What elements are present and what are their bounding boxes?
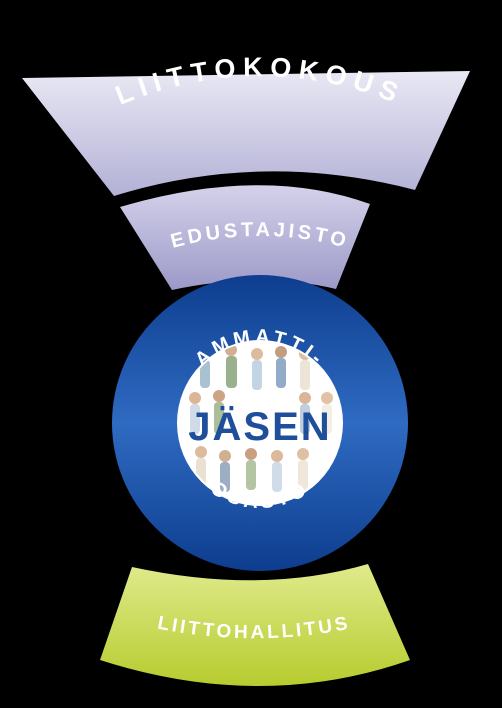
- liittokokous-segment: [22, 71, 470, 196]
- jasen-label: JÄSEN: [188, 405, 331, 449]
- edustajisto-segment: [120, 185, 370, 290]
- member-center: JÄSEN: [177, 340, 343, 506]
- liittohallitus-segment: [100, 564, 410, 686]
